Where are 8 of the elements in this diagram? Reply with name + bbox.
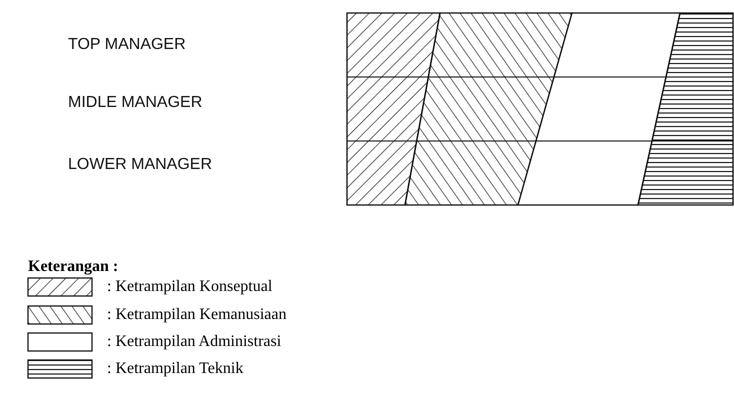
legend-label: : Ketrampilan Administrasi (107, 333, 282, 351)
level-label: TOP MANAGER (68, 36, 186, 54)
level-label: MIDLE MANAGER (68, 94, 202, 112)
legend-label: : Ketrampilan Konseptual (107, 278, 272, 296)
level-label: LOWER MANAGER (68, 156, 212, 174)
legend-title: Keterangan : (28, 258, 118, 276)
legend-label: : Ketrampilan Teknik (107, 360, 244, 378)
legend-label: : Ketrampilan Kemanusiaan (107, 306, 286, 324)
